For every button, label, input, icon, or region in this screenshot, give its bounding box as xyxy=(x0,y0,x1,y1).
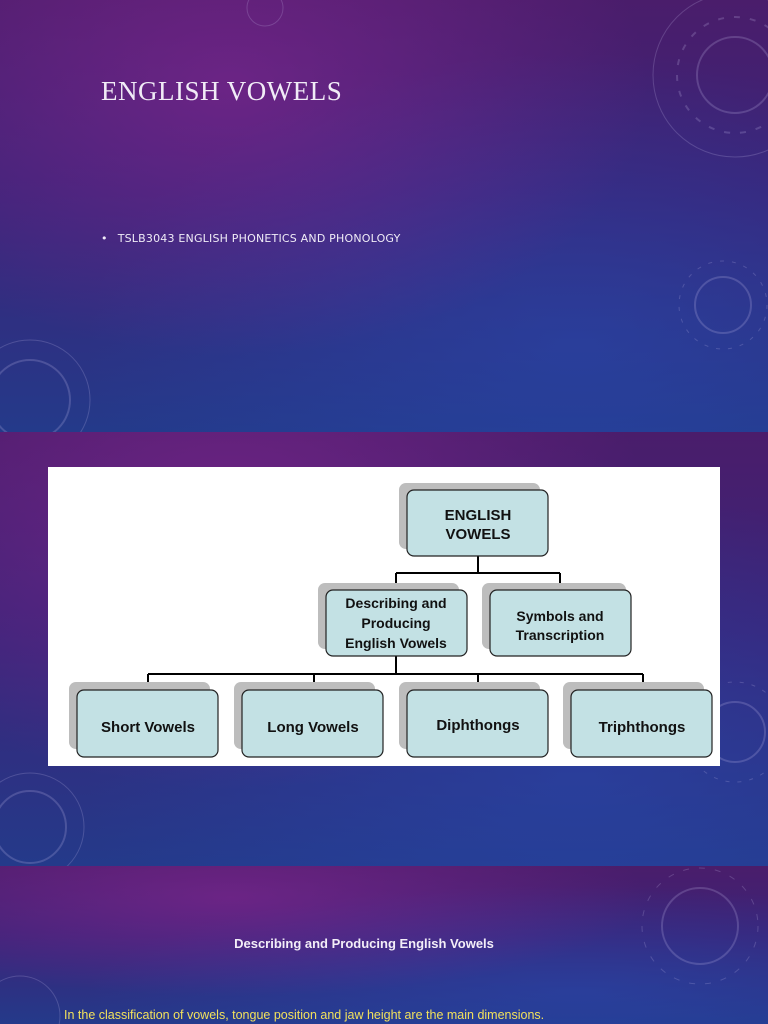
node-box xyxy=(325,589,468,657)
node-short-vowels-label: Short Vowels xyxy=(101,719,195,736)
slide-diagram: ENGLISH VOWELS Describing and Producing … xyxy=(0,432,768,866)
node-english-vowels-line-1: ENGLISH xyxy=(445,507,512,524)
node-diphthongs: Diphthongs xyxy=(399,682,549,758)
node-triphthongs-label: Triphthongs xyxy=(599,719,686,736)
node-describing-line-3: English Vowels xyxy=(345,635,447,651)
slide-body-text: In the classification of vowels, tongue … xyxy=(64,1008,545,1022)
bullet-item-text: TSLB3043 ENGLISH PHONETICS AND PHONOLOGY xyxy=(117,232,401,245)
node-box xyxy=(489,589,632,657)
slide-title-text: ENGLISH VOWELS xyxy=(101,76,343,106)
node-box xyxy=(570,689,713,758)
bullet-item: • TSLB3043 ENGLISH PHONETICS AND PHONOLOG… xyxy=(101,232,401,245)
node-box xyxy=(76,689,219,758)
node-symbols-line-1: Symbols and xyxy=(516,608,603,624)
node-describing-line-2: Producing xyxy=(361,615,430,631)
node-english-vowels: ENGLISH VOWELS xyxy=(399,483,549,557)
node-triphthongs: Triphthongs xyxy=(563,682,713,758)
node-describing-line-1: Describing and xyxy=(345,595,446,611)
decorative-rings xyxy=(0,0,768,432)
node-diphthongs-label: Diphthongs xyxy=(436,717,519,734)
node-long-vowels-label: Long Vowels xyxy=(267,719,358,736)
node-long-vowels: Long Vowels xyxy=(234,682,384,758)
vowel-hierarchy-diagram: ENGLISH VOWELS Describing and Producing … xyxy=(48,467,720,766)
node-symbols-transcription: Symbols and Transcription xyxy=(482,583,632,657)
slide-title: ENGLISH VOWELS • TSLB3043 ENGLISH PHONETI… xyxy=(0,0,768,432)
node-describing-producing: Describing and Producing English Vowels xyxy=(318,583,468,657)
node-short-vowels: Short Vowels xyxy=(69,682,219,758)
node-box xyxy=(406,489,549,557)
decorative-rings xyxy=(0,867,759,1024)
node-english-vowels-line-2: VOWELS xyxy=(445,526,510,543)
node-box xyxy=(241,689,384,758)
diagram-canvas: ENGLISH VOWELS Describing and Producing … xyxy=(69,483,713,758)
slide-heading: Describing and Producing English Vowels xyxy=(234,936,494,951)
slide-describing: Describing and Producing English Vowels … xyxy=(0,866,768,1024)
node-box xyxy=(406,689,549,758)
node-symbols-line-2: Transcription xyxy=(516,627,605,643)
bullet-dot-icon: • xyxy=(101,232,108,245)
